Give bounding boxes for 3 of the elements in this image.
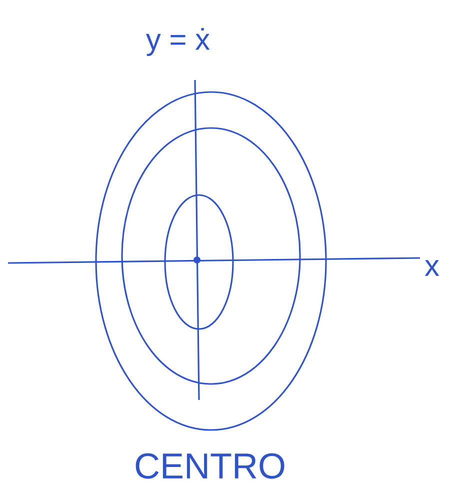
caption: CENTRO — [136, 453, 284, 479]
axis-label: x — [424, 260, 440, 276]
axis-label: y = ẋ — [146, 28, 210, 56]
